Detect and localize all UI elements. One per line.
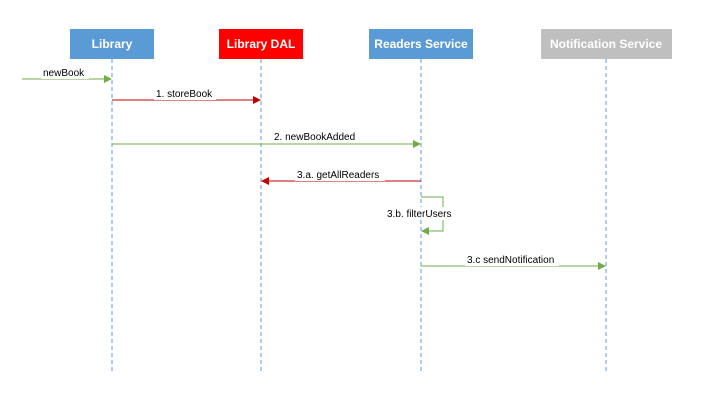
participant-readers: Readers Service (369, 29, 473, 59)
message-newbookadded-label: 2. newBookAdded (274, 132, 355, 143)
participant-readers-label: Readers Service (374, 37, 468, 51)
message-getallreaders-label: 3.a. getAllReaders (297, 170, 379, 181)
message-storebook-label: 1. storeBook (156, 89, 213, 100)
participant-library: Library (70, 29, 154, 59)
participant-notification-label: Notification Service (550, 37, 662, 51)
message-storebook: 1. storeBook (112, 88, 261, 104)
message-getallreaders: 3.a. getAllReaders (261, 169, 421, 185)
participant-notification-box (541, 29, 672, 59)
participant-library-box (70, 29, 154, 59)
message-sendnotification: 3.c sendNotification (421, 254, 606, 270)
participant-dal: Library DAL (219, 29, 303, 59)
participant-readers-box (369, 29, 473, 59)
message-newbookadded: 2. newBookAdded (112, 131, 421, 148)
participant-dal-box (219, 29, 303, 59)
message-sendnotification-label: 3.c sendNotification (467, 255, 554, 266)
participant-dal-label: Library DAL (227, 37, 296, 51)
message-newbook-label: newBook (43, 68, 85, 79)
message-filterusers: 3.b. filterUsers (385, 196, 461, 235)
participant-notification: Notification Service (541, 29, 672, 59)
message-newbook: newBook (22, 67, 112, 83)
participant-library-label: Library (92, 37, 133, 51)
message-filterusers-label: 3.b. filterUsers (387, 209, 451, 220)
